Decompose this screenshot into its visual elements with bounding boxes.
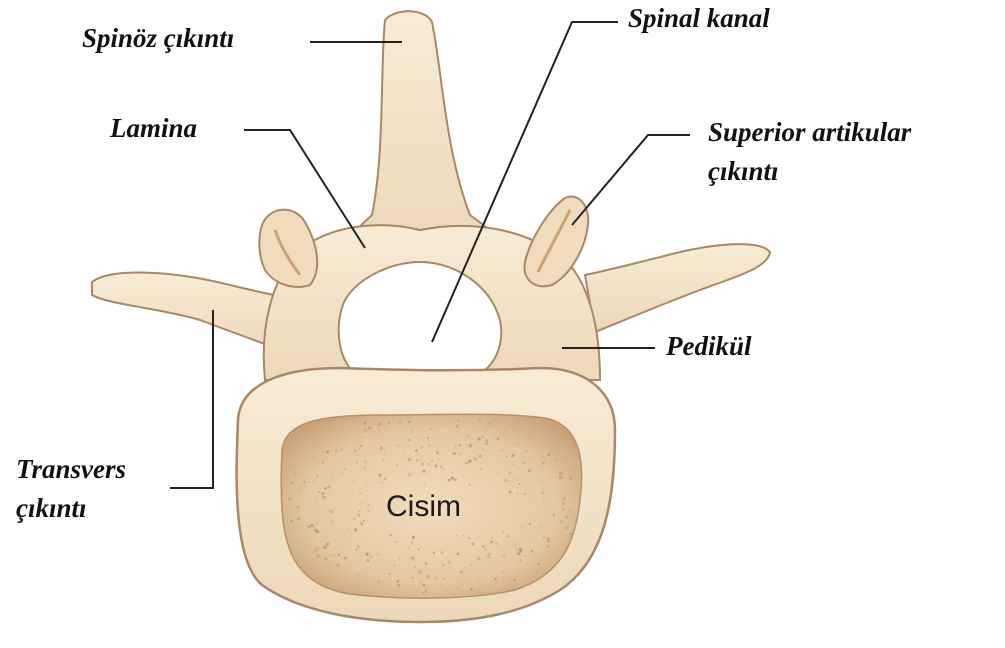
label-superior-line2: çıkıntı: [708, 155, 779, 187]
spinous-process: [340, 11, 510, 245]
label-transvers-line2: çıkıntı: [16, 492, 87, 524]
label-spinoz: Spinöz çıkıntı: [82, 22, 234, 54]
label-lamina: Lamina: [110, 112, 197, 144]
label-spinal-kanal: Spinal kanal: [628, 2, 770, 34]
superior-articular-process-left: [259, 210, 317, 287]
leader-superior: [572, 135, 690, 225]
label-cisim: Cisim: [386, 490, 461, 524]
label-transvers-line1: Transvers: [16, 453, 126, 485]
label-superior-line1: Superior artikular: [708, 116, 911, 148]
label-pedikul: Pedikül: [666, 330, 752, 362]
superior-articular-process-right: [525, 197, 589, 287]
transverse-process-right: [585, 244, 770, 332]
leader-transvers: [170, 310, 213, 488]
